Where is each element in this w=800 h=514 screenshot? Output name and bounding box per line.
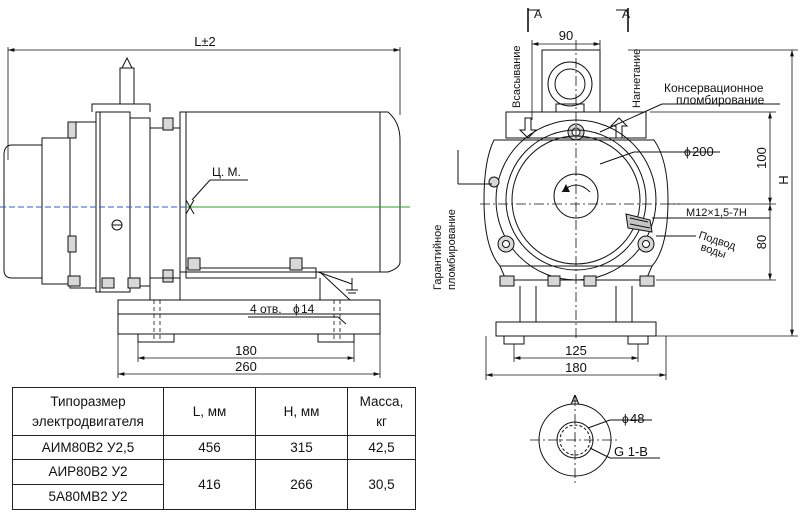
- header-mass: Масса, кг: [347, 387, 416, 436]
- header-model-line1: Типоразмер: [50, 393, 126, 409]
- dim-180-front: 180: [565, 360, 587, 375]
- thread-label: М12×1,5-7Н: [686, 207, 747, 219]
- cell-mass: 42,5: [347, 435, 416, 460]
- pump-cover: [3, 144, 42, 279]
- detail-a-diameter: 48: [630, 411, 644, 426]
- table-row: 5А80МВ2 У2: [12, 484, 416, 510]
- side-view: L±2: [0, 34, 410, 378]
- table-header-row: Типоразмер электродвигателя L, мм Н, мм …: [12, 387, 416, 436]
- header-mass-line2: кг: [376, 413, 387, 429]
- detail-a-thread: G 1-B: [614, 444, 648, 459]
- motor-housing: [179, 111, 401, 273]
- warranty-seal-label-2: пломбирование: [446, 209, 458, 290]
- diameter-symbol: ϕ: [293, 302, 300, 316]
- table-row: АИМ80В2 У2,5 456 315 42,5: [12, 435, 416, 460]
- detail-a: А ϕ 48 G 1-B: [530, 392, 660, 484]
- conservation-seal-label-1: Консервационное: [664, 81, 764, 95]
- flange-bolts: [67, 117, 174, 289]
- dim-100: 100: [754, 147, 769, 169]
- diameter-200-symbol: ϕ: [684, 145, 691, 159]
- cell-mass: 30,5: [347, 459, 416, 510]
- cell-h: 266: [255, 459, 348, 510]
- center-of-mass-label: Ц. М.: [212, 165, 241, 179]
- ground-symbol: [317, 271, 358, 294]
- header-model-line2: электродвигателя: [32, 413, 144, 429]
- suction-label: Всасывание: [511, 45, 523, 108]
- table-row: АИР80В2 У2 416 266 30,5: [12, 459, 416, 510]
- dim-diameter-200: 200: [692, 144, 714, 159]
- top-bracket: [119, 67, 135, 105]
- section-a-left: А: [534, 7, 542, 21]
- header-model: Типоразмер электродвигателя: [12, 387, 164, 436]
- cell-l: 456: [163, 435, 256, 460]
- warranty-seal-label-1: Гарантийное: [432, 225, 444, 290]
- spec-table: Типоразмер электродвигателя L, мм Н, мм …: [12, 387, 416, 510]
- detail-a-diameter-symbol: ϕ: [622, 412, 629, 426]
- header-mass-line1: Масса,: [359, 393, 404, 409]
- dim-125: 125: [565, 343, 587, 358]
- dim-90: 90: [559, 28, 573, 43]
- length-dimension: L±2: [194, 34, 216, 49]
- conservation-seal-label-2: пломбирование: [676, 93, 765, 107]
- pump-body: [69, 121, 97, 289]
- section-a-right: А: [622, 7, 630, 21]
- discharge-label: Нагнетание: [631, 49, 643, 108]
- header-l: L, мм: [163, 387, 256, 436]
- cell-h: 315: [255, 435, 348, 460]
- dim-180-side: 180: [235, 343, 257, 358]
- cell-model: 5А80МВ2 У2: [12, 484, 164, 510]
- water-supply-fitting: [625, 213, 653, 233]
- casing-bolts: [488, 176, 655, 287]
- dim-260-side: 260: [235, 359, 257, 374]
- dim-h: Н: [776, 175, 791, 184]
- cell-model: АИМ80В2 У2,5: [12, 435, 164, 460]
- front-view: А А 90 Всасывание Нагнетание Консервацио…: [432, 7, 798, 380]
- cell-model: АИР80В2 У2: [12, 459, 164, 485]
- holes-label: 4 отв.: [250, 302, 282, 316]
- front-base: [495, 286, 657, 337]
- hole-diameter: 14: [301, 302, 315, 316]
- dim-80: 80: [754, 235, 769, 249]
- header-h: Н, мм: [255, 387, 348, 436]
- cell-l: 416: [163, 459, 256, 510]
